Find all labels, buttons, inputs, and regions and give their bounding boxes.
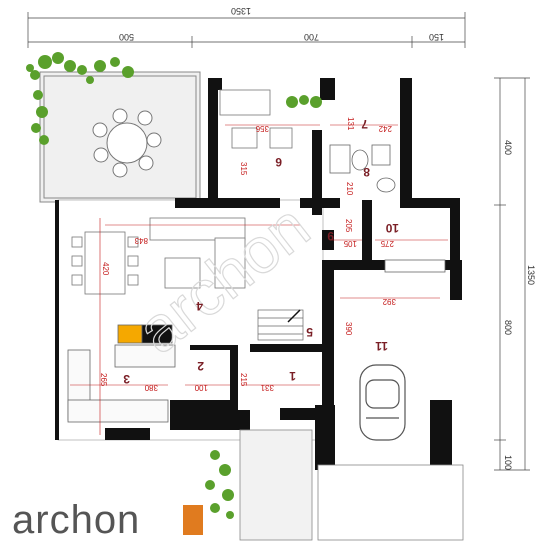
room-8-area: 210	[345, 182, 354, 196]
room-9-area: 105	[343, 239, 357, 248]
sofa	[149, 217, 246, 289]
stairs	[257, 309, 304, 341]
archon-logo: archon	[12, 498, 203, 542]
right-dimension-lines	[494, 77, 530, 471]
room-3-area: 380	[144, 383, 158, 392]
room-1-area: 331	[260, 383, 274, 392]
logo-accent-icon	[183, 505, 203, 535]
bathroom-fixtures	[329, 144, 446, 273]
dim-right-total: 1350	[526, 265, 536, 285]
room-6-secondary: 315	[239, 162, 248, 176]
room-8-number: 8	[363, 165, 370, 179]
room-5-area: 390	[344, 322, 353, 336]
room-5-number: 5	[306, 325, 313, 339]
room-11-number: 11	[375, 339, 388, 353]
dining-table	[71, 231, 139, 295]
room-9-secondary: 205	[344, 219, 353, 233]
red-dimension-lines	[70, 124, 448, 435]
room-1-number: 1	[289, 369, 296, 383]
room-10-area: 275	[380, 239, 394, 248]
dim-right-3: 100	[503, 455, 513, 470]
room-4-secondary: 420	[101, 262, 110, 276]
top-dimension-lines	[27, 12, 466, 48]
plant-cluster-bottom-icon	[205, 450, 234, 519]
room-2-number: 2	[197, 359, 204, 373]
room-labels: 1 331 215 2 100 3 380 265 4 843 420 5 39…	[99, 117, 399, 392]
garden-table	[92, 108, 162, 178]
room-7-area: 242	[378, 124, 392, 133]
dim-right-2: 800	[503, 320, 513, 335]
dim-top-3: 150	[429, 32, 444, 42]
logo-text: archon	[12, 498, 140, 542]
car-icon	[359, 364, 406, 441]
dim-top-1: 500	[119, 32, 134, 42]
room-3-number: 3	[123, 372, 130, 386]
dim-total: 1350	[231, 6, 251, 16]
room-2-area: 100	[194, 383, 208, 392]
room-10-number: 10	[385, 221, 399, 235]
dim-top-2: 700	[304, 32, 319, 42]
plant-cluster-icon	[26, 52, 134, 145]
room-6-number: 6	[275, 155, 282, 169]
kitchen-counter	[67, 324, 176, 423]
potted-plants-icon	[286, 95, 322, 108]
room-4-number: 4	[196, 299, 203, 313]
dim-right-1: 400	[503, 140, 513, 155]
room-1-secondary: 215	[239, 373, 248, 387]
room-7-number: 7	[361, 117, 368, 131]
room-7-secondary: 131	[346, 117, 355, 131]
room-4-area: 843	[134, 236, 148, 245]
entrance-path	[239, 429, 464, 541]
room-9-number: 9	[327, 229, 334, 243]
room-6-area: 356	[255, 124, 269, 133]
study-furniture	[219, 89, 293, 149]
room-3-secondary: 265	[99, 373, 108, 387]
room-11-area: 392	[382, 297, 396, 306]
